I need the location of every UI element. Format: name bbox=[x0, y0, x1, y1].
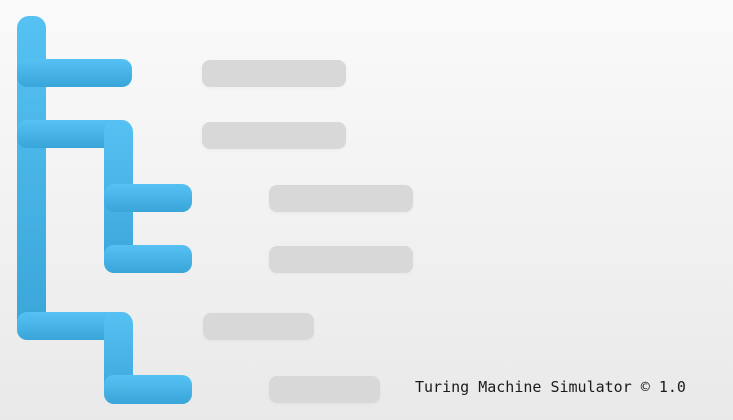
placeholder-bar-3 bbox=[269, 185, 413, 212]
placeholder-bar-4 bbox=[269, 246, 413, 273]
placeholder-bar-2 bbox=[202, 122, 346, 149]
tree-logo-icon bbox=[17, 16, 192, 404]
app-version-label: Turing Machine Simulator © 1.0 bbox=[415, 378, 686, 396]
placeholder-bar-6 bbox=[269, 376, 380, 403]
placeholder-bar-5 bbox=[203, 313, 314, 340]
placeholder-bar-1 bbox=[202, 60, 346, 87]
